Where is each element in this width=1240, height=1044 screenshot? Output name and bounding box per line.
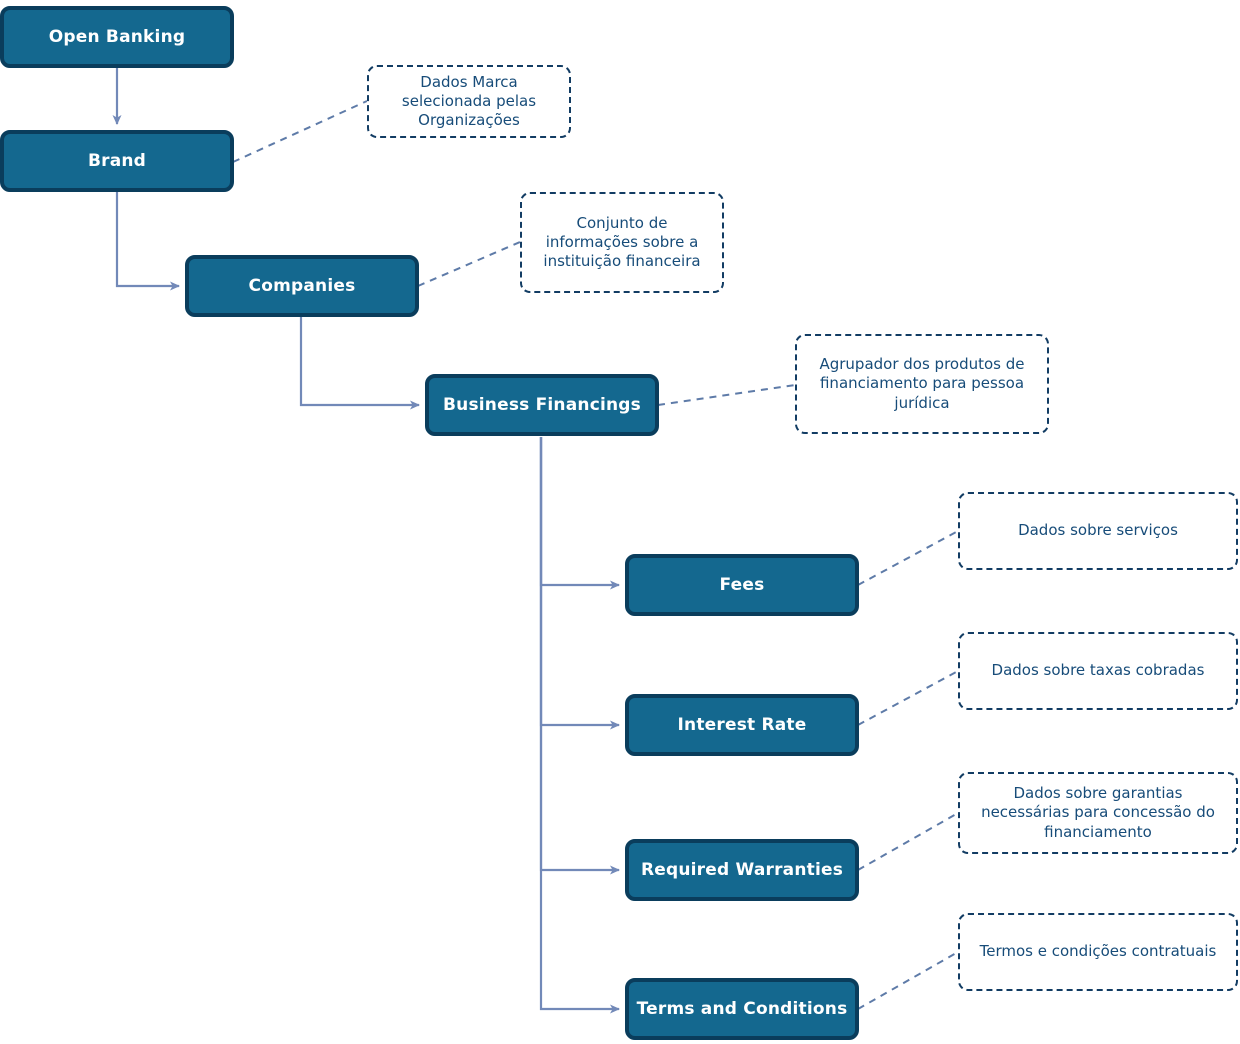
note-brand-text: Dados Marca selecionada pelas Organizaçõ… <box>401 72 537 130</box>
note-companies: Conjunto de informações sobre a institui… <box>520 192 724 293</box>
note-fees: Dados sobre serviços <box>958 492 1238 570</box>
edge-required-warranties-to-note <box>857 812 959 871</box>
node-required-warranties[interactable]: Required Warranties <box>625 839 859 901</box>
edge-companies-to-business-financings <box>299 317 420 410</box>
edge-business-financings-to-fees <box>539 437 620 590</box>
node-fees-label: Fees <box>719 574 765 595</box>
edge-business-financings-to-terms-and-conditions <box>539 437 620 1014</box>
edge-business-financings-to-required-warranties <box>539 437 620 875</box>
edge-companies-to-note <box>417 241 521 287</box>
node-open-banking[interactable]: Open Banking <box>0 6 234 68</box>
node-interest-rate[interactable]: Interest Rate <box>625 694 859 756</box>
note-terms-and-conditions-text: Termos e condições contratuais <box>979 942 1217 961</box>
note-fees-text: Dados sobre serviços <box>1018 521 1178 540</box>
note-terms-and-conditions: Termos e condições contratuais <box>958 913 1238 991</box>
node-interest-rate-label: Interest Rate <box>677 714 807 735</box>
node-brand-label: Brand <box>87 150 147 171</box>
note-companies-text: Conjunto de informações sobre a institui… <box>543 213 701 271</box>
node-terms-and-conditions-label: Terms and Conditions <box>636 998 848 1019</box>
edge-business-financings-to-interest-rate <box>539 437 620 730</box>
edge-brand-to-companies <box>115 192 180 291</box>
node-terms-and-conditions[interactable]: Terms and Conditions <box>625 978 859 1040</box>
node-companies-label: Companies <box>248 275 356 296</box>
edge-interest-rate-to-note <box>857 670 959 726</box>
node-business-financings[interactable]: Business Financings <box>425 374 659 436</box>
edge-terms-and-conditions-to-note <box>857 951 959 1010</box>
note-business-financings-text: Agrupador dos produtos de financiamento … <box>819 355 1025 412</box>
node-companies[interactable]: Companies <box>185 255 419 317</box>
note-brand: Dados Marca selecionada pelas Organizaçõ… <box>367 65 571 138</box>
node-open-banking-label: Open Banking <box>48 26 186 47</box>
edge-fees-to-note <box>857 530 959 586</box>
node-required-warranties-label: Required Warranties <box>640 859 844 880</box>
node-fees[interactable]: Fees <box>625 554 859 616</box>
edge-brand-to-note <box>232 100 368 163</box>
note-interest-rate-text: Dados sobre taxas cobradas <box>991 661 1205 680</box>
note-required-warranties-text: Dados sobre garantias necessárias para c… <box>981 784 1215 841</box>
node-brand[interactable]: Brand <box>0 130 234 192</box>
note-required-warranties: Dados sobre garantias necessárias para c… <box>958 772 1238 854</box>
node-business-financings-label: Business Financings <box>442 394 641 415</box>
note-business-financings: Agrupador dos produtos de financiamento … <box>795 334 1049 434</box>
note-interest-rate: Dados sobre taxas cobradas <box>958 632 1238 710</box>
edge-business-financings-to-note <box>657 384 796 406</box>
